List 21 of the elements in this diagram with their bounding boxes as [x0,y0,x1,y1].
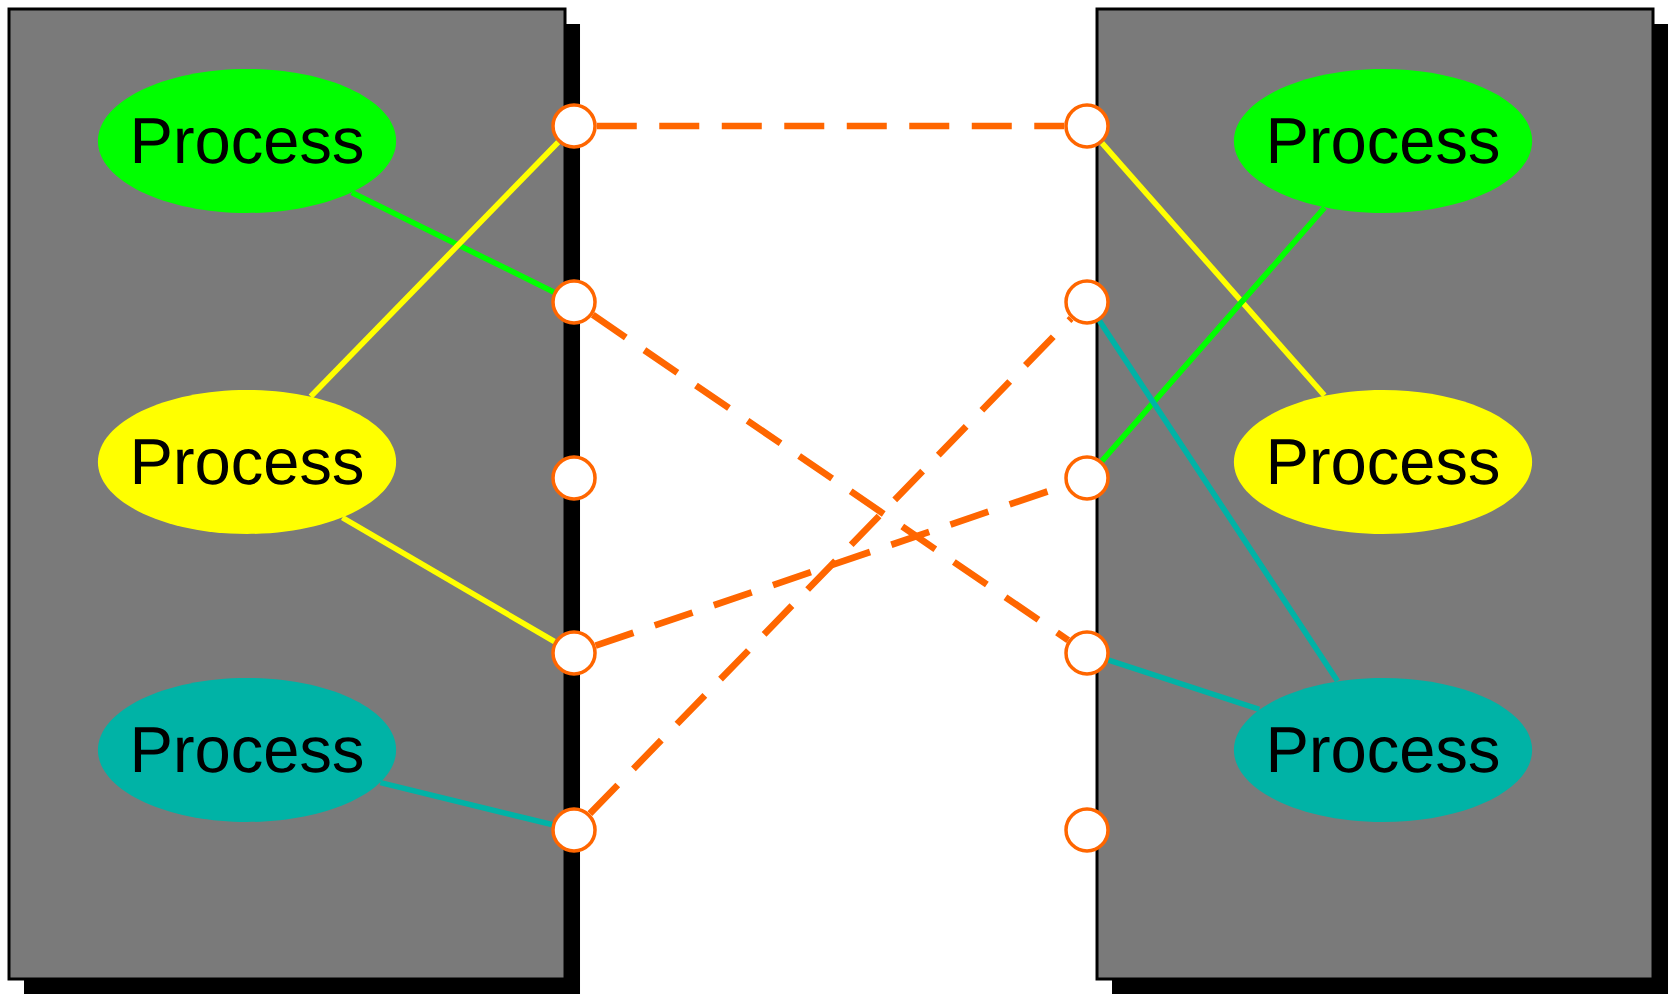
connector-line [1099,205,1327,463]
connector-line [379,779,553,828]
port-circle [1064,103,1110,149]
port-circle [1064,630,1110,676]
connector-line [308,140,561,399]
connector-line [350,190,555,295]
port-circle [1064,279,1110,325]
port-circle [551,807,597,853]
connector-line [340,515,556,644]
dashed-connector [596,122,1065,130]
port-circle [1064,807,1110,853]
port-circle [1064,455,1110,501]
port-circle [551,630,597,676]
port-circle [551,455,597,501]
port-circle [551,103,597,149]
dashed-connector [587,316,1074,816]
port-circle [551,279,597,325]
connector-line [1097,319,1340,683]
connector-line [1099,141,1327,398]
connector-line [1107,657,1261,713]
dashed-connector [590,312,1071,643]
